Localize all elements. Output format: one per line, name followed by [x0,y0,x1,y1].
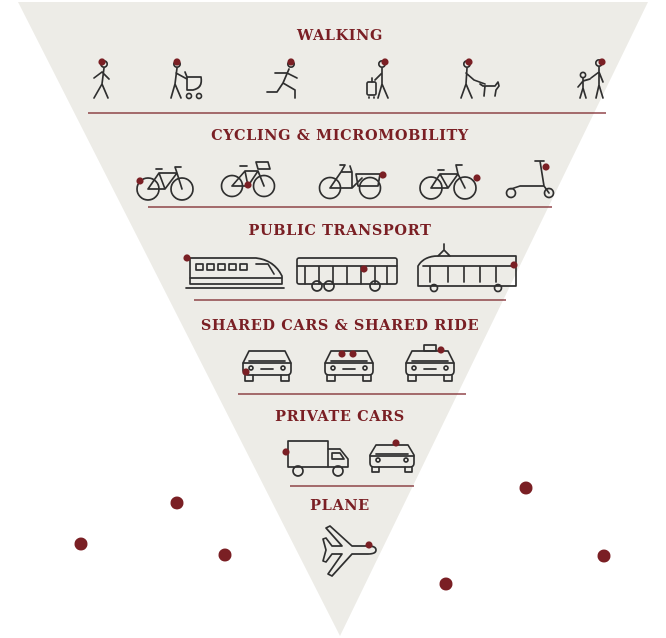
tier-title: PLANE [310,497,370,514]
tier-plane: PLANE [310,497,377,577]
pyramid-background [18,2,648,636]
tier-title: WALKING [296,27,383,44]
accent-dot [282,448,290,456]
tier-title: PRIVATE CARS [275,408,405,425]
accent-dot [542,163,550,171]
decorative-dot [519,481,533,495]
tier-cycling-micromobility: CYCLING & MICROMOBILITY [136,127,555,208]
accent-dot [598,58,606,66]
taxi-icon [405,344,455,382]
tier-shared-cars-shared-ride: SHARED CARS & SHARED RIDE [201,317,479,395]
accent-dot [244,181,252,189]
decorative-dot [170,496,184,510]
accent-dot [510,261,518,269]
accent-dot [287,58,295,66]
tier-walking: WALKING [88,27,606,114]
accent-dot [173,58,181,66]
accent-dot [365,541,373,549]
accent-dot [136,177,144,185]
accent-dot [360,265,368,273]
decorative-dot [439,577,453,591]
decorative-dot [218,548,232,562]
accent-dot [242,368,250,376]
accent-dot [349,350,357,358]
accent-dot [381,58,389,66]
accent-dot [392,439,400,447]
accent-dot [98,58,106,66]
accent-dot [338,350,346,358]
accent-dot [473,174,481,182]
tier-title: PUBLIC TRANSPORT [249,222,432,239]
tier-public-transport: PUBLIC TRANSPORT [183,222,518,301]
tier-private-cars: PRIVATE CARS [275,408,415,487]
decorative-dot [74,537,88,551]
decorative-dot [597,549,611,563]
tier-title: CYCLING & MICROMOBILITY [211,127,469,144]
accent-dot [183,254,191,262]
decorative-dots [74,481,611,591]
accent-dot [465,58,473,66]
accent-dot [379,171,387,179]
accent-dot [437,346,445,354]
tier-title: SHARED CARS & SHARED RIDE [201,317,479,334]
